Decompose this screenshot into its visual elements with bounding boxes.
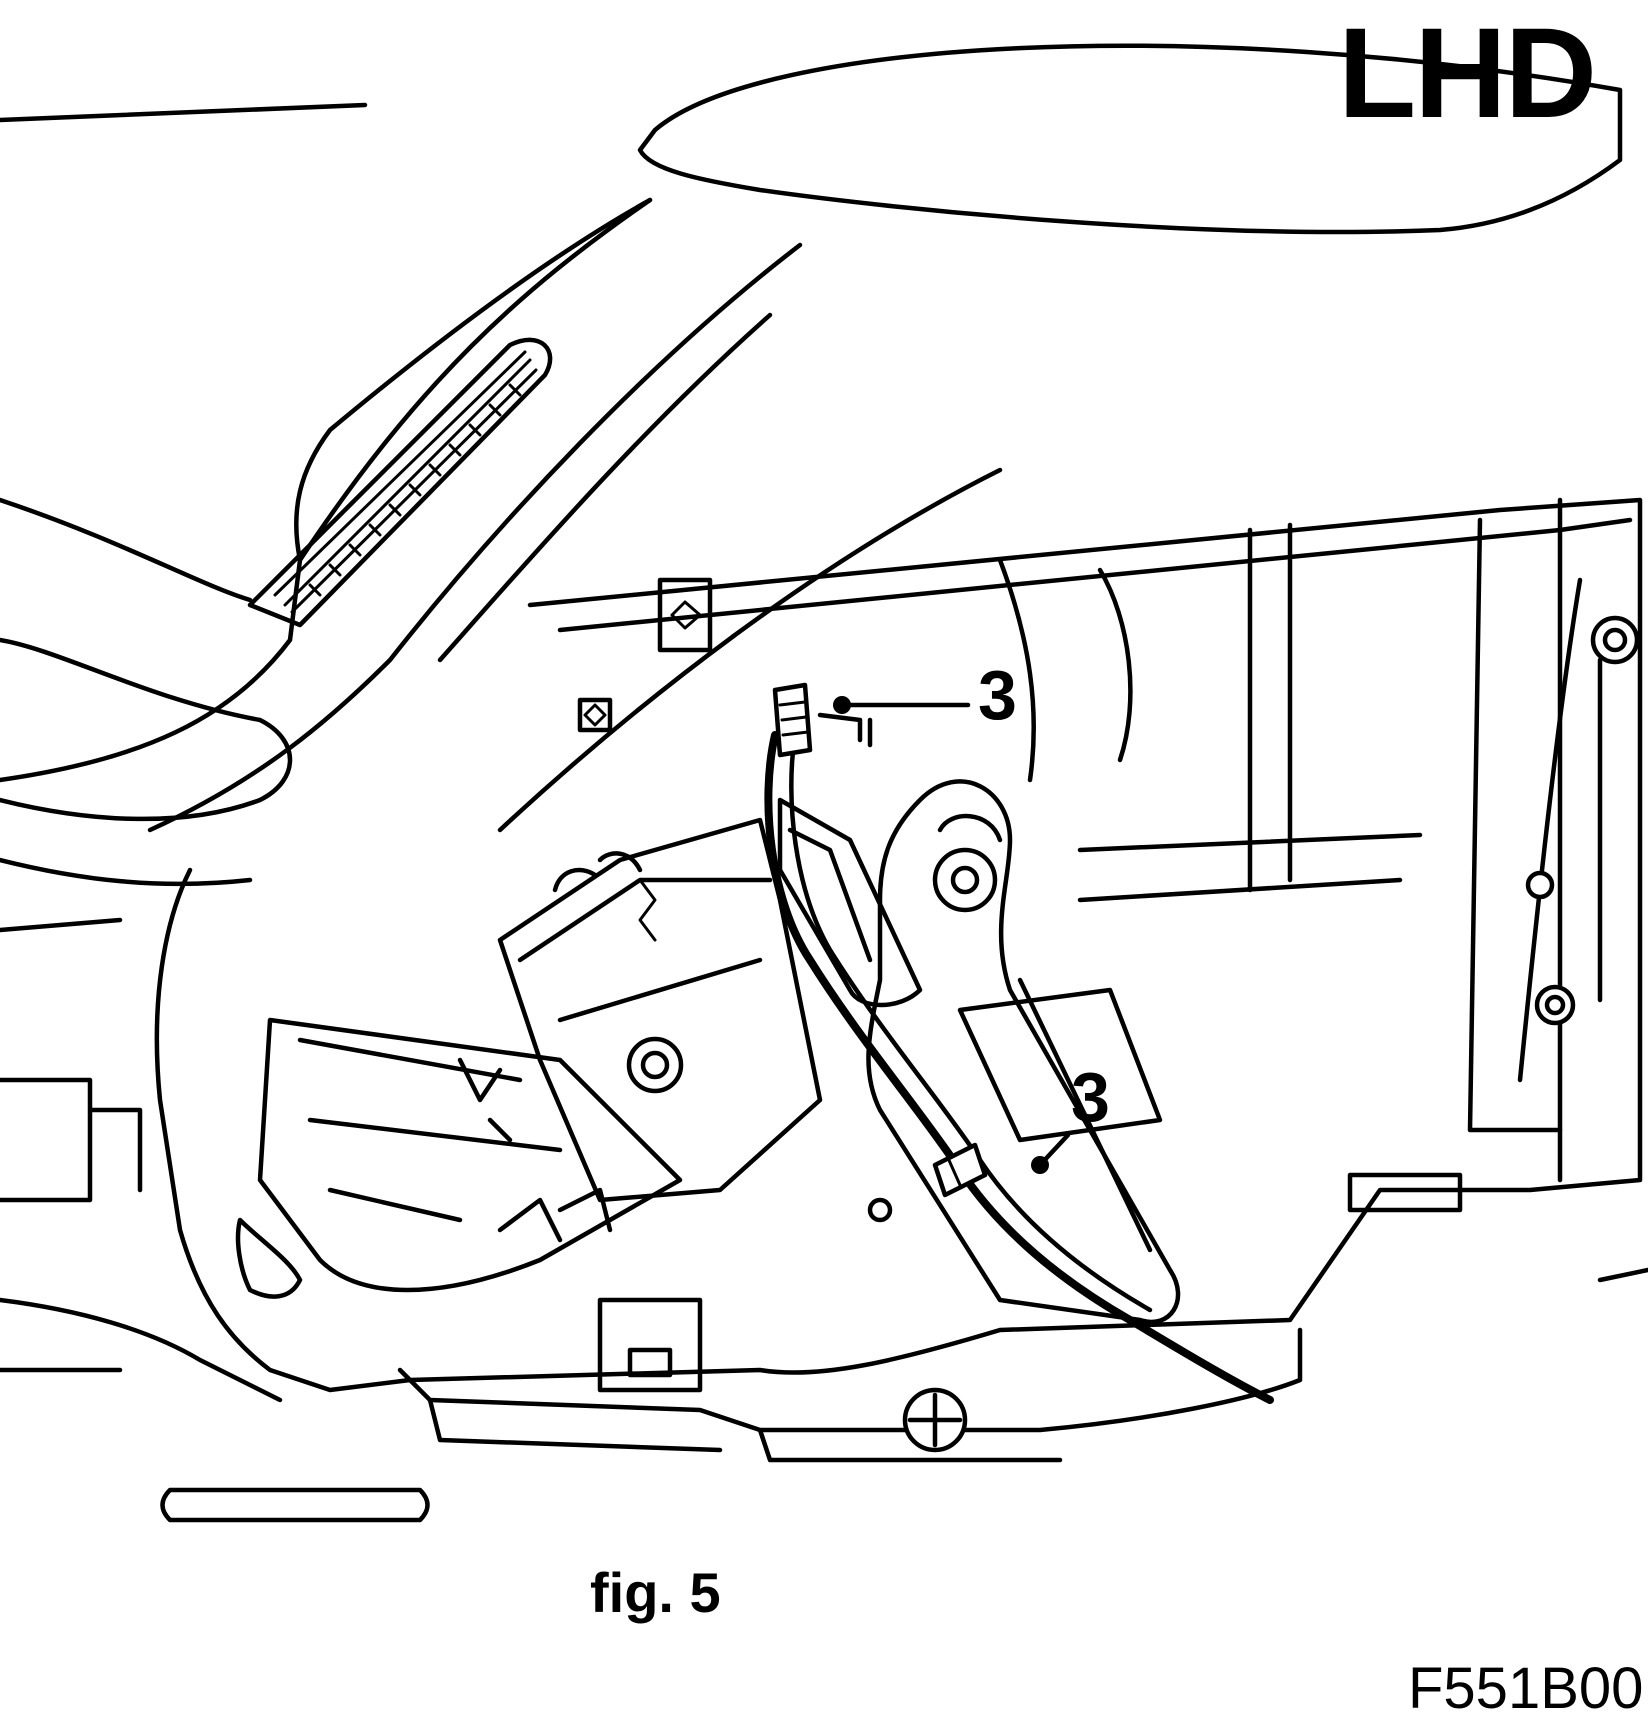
callout-number-1: 3 xyxy=(978,656,1017,734)
figure-caption: fig. 5 xyxy=(590,1561,721,1624)
figure-code: F551B00 xyxy=(1408,1656,1644,1721)
mounting-bracket xyxy=(657,577,713,653)
base-plate xyxy=(397,1327,1303,1433)
accelerator-assembly xyxy=(257,1017,683,1293)
hose-clamp xyxy=(932,1142,988,1198)
steering-wheel-rim xyxy=(637,43,1623,235)
steering-column-shroud xyxy=(0,102,653,603)
pedal-box-housing xyxy=(154,497,1643,1393)
sensor-housing xyxy=(497,817,823,1203)
callout-leader-2 xyxy=(1031,1132,1071,1174)
knee-bolster xyxy=(0,637,293,822)
callout-leader-1 xyxy=(833,696,971,714)
callout-number-2: 3 xyxy=(1071,1058,1110,1136)
air-vent-grille xyxy=(247,337,553,628)
dashboard-panel xyxy=(0,197,653,783)
drive-side-label: LHD xyxy=(1338,2,1597,145)
